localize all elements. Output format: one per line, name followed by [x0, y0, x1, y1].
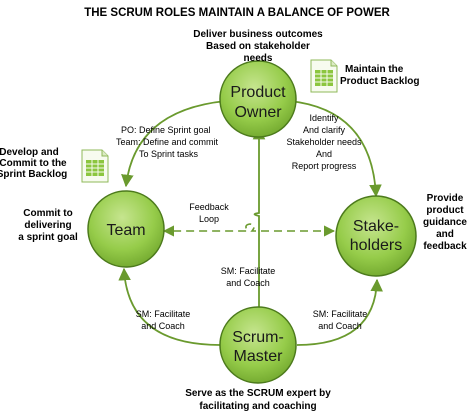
node-product-owner-line2: Owner: [234, 104, 282, 121]
note-line: Based on stakeholder: [206, 41, 310, 52]
team-note: Commit to delivering a sprint goal: [18, 208, 78, 243]
edge-label-line: To Sprint tasks: [139, 149, 199, 159]
edge-label-po-to-stakeholders: Identify And clarify Stakeholder needs A…: [286, 113, 362, 171]
note-line: Develop and: [0, 147, 59, 158]
note-line: facilitating and coaching: [199, 401, 316, 412]
note-line: feedback: [423, 241, 467, 252]
edge-label-line: SM: Facilitate: [313, 309, 368, 319]
edge-label-line: and Coach: [226, 278, 270, 288]
edge-label-line: And clarify: [303, 125, 346, 135]
note-line: Serve as the SCRUM expert by: [185, 388, 331, 399]
edge-label-line: Identify: [309, 113, 339, 123]
edge-label-line: PO: Define Sprint goal: [121, 125, 211, 135]
note-line: Commit to: [23, 208, 72, 219]
note-line: delivering: [24, 220, 71, 231]
note-line: and: [436, 229, 454, 240]
edge-label-line: Report progress: [292, 161, 357, 171]
note-line: Provide: [427, 193, 464, 204]
product-backlog-sheet-icon: [310, 59, 338, 93]
sprint-backlog-note: Develop and Commit to the Sprint Backlog: [0, 147, 67, 180]
node-product-owner-line1: Product: [230, 84, 286, 101]
node-stakeholders: Stake- holders: [335, 195, 417, 277]
edge-label-line: Feedback: [189, 202, 229, 212]
edge-sm-to-stakeholders: [296, 278, 383, 346]
node-team-label: Team: [106, 222, 145, 239]
sprint-backlog-sheet-icon: [81, 149, 109, 183]
edge-label-line: Team: Define and commit: [116, 137, 219, 147]
note-line: needs: [244, 53, 273, 64]
edge-label-line: Stakeholder needs: [286, 137, 362, 147]
scrum-master-note: Serve as the SCRUM expert by facilitatin…: [185, 388, 331, 412]
edge-po-to-stakeholders: [289, 100, 382, 198]
edge-label-line: Loop: [199, 214, 219, 224]
edge-sm-to-po: [252, 126, 266, 313]
edge-sm-to-team: [118, 267, 221, 346]
edge-label-line: And: [316, 149, 332, 159]
node-scrum-master-line2: Master: [234, 348, 284, 365]
edge-po-to-team: [121, 100, 227, 188]
edge-label-sm-to-po: SM: Facilitate and Coach: [221, 266, 276, 288]
edge-label-sm-to-stakeholders: SM: Facilitate and Coach: [313, 309, 368, 331]
edge-label-sm-to-team: SM: Facilitate and Coach: [136, 309, 191, 331]
note-line: Sprint Backlog: [0, 169, 67, 180]
edge-label-line: SM: Facilitate: [136, 309, 191, 319]
edge-label-line: SM: Facilitate: [221, 266, 276, 276]
edge-label-feedback: Feedback Loop: [189, 202, 229, 224]
diagram-title: THE SCRUM ROLES MAINTAIN A BALANCE OF PO…: [84, 7, 390, 19]
stakeholders-note: Provide product guidance and feedback: [423, 193, 467, 252]
node-scrum-master: Scrum- Master: [219, 306, 297, 384]
note-line: Maintain the: [345, 64, 404, 75]
product-backlog-note: Maintain the Product Backlog: [340, 64, 419, 87]
note-line: product: [426, 205, 464, 216]
node-scrum-master-line1: Scrum-: [232, 329, 284, 346]
edge-label-line: and Coach: [141, 321, 185, 331]
product-owner-note: Deliver business outcomes Based on stake…: [193, 29, 323, 64]
note-line: Commit to the: [0, 158, 67, 169]
note-line: Deliver business outcomes: [193, 29, 323, 40]
node-team: Team: [87, 190, 165, 268]
note-line: a sprint goal: [18, 232, 78, 243]
edge-label-po-to-team: PO: Define Sprint goal Team: Define and …: [116, 125, 219, 159]
node-stakeholders-line1: Stake-: [353, 218, 399, 235]
edge-label-line: and Coach: [318, 321, 362, 331]
note-line: guidance: [423, 217, 467, 228]
edge-feedback-loop: [162, 223, 336, 237]
note-line: Product Backlog: [340, 76, 419, 87]
node-product-owner: Product Owner: [219, 60, 297, 138]
node-stakeholders-line2: holders: [350, 237, 402, 254]
